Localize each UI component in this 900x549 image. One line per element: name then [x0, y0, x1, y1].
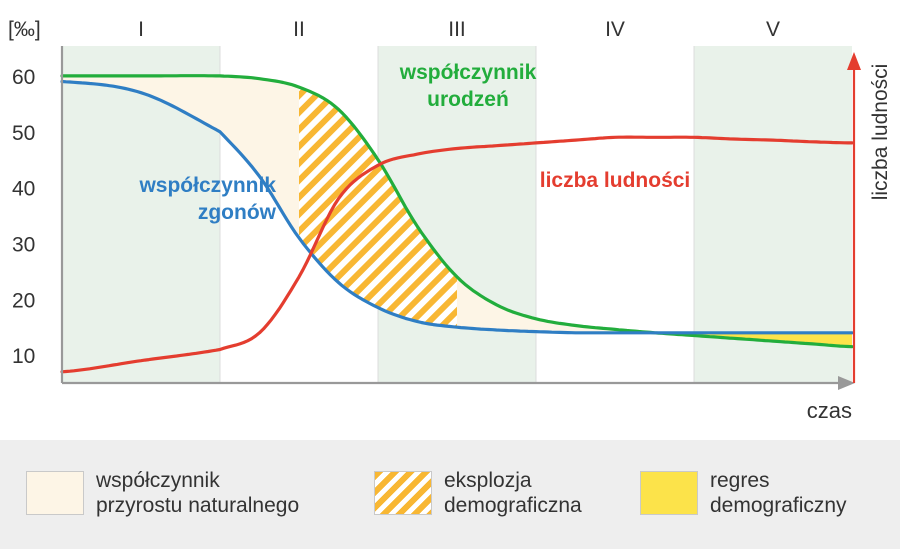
- y-unit-label: [‰]: [8, 18, 41, 41]
- legend-swatch-natural-increase: [26, 471, 84, 515]
- legend-label-explosion: eksplozja demograficzna: [444, 469, 582, 517]
- legend: współczynnik przyrostu naturalnego ekspl…: [0, 440, 900, 549]
- phase-label-1: I: [138, 18, 144, 41]
- y-tick-label: 10: [12, 345, 35, 368]
- y-tick-label: 40: [12, 178, 35, 201]
- legend-label-regress: regres demograficzny: [710, 469, 847, 517]
- y-tick-label: 20: [12, 289, 35, 312]
- population-axis-label: liczba ludności: [869, 64, 892, 201]
- birth-rate-line: [60, 74, 854, 349]
- legend-swatch-regress: [640, 471, 698, 515]
- phase-label-2: II: [293, 18, 305, 41]
- phase-label-5: V: [766, 18, 780, 41]
- legend-label-natural-increase: współczynnik przyrostu naturalnego: [96, 469, 300, 517]
- y-tick-label: 60: [12, 66, 35, 89]
- phase-label-4: IV: [605, 18, 625, 41]
- y-tick-label: 50: [12, 122, 35, 145]
- legend-item-regress: regres demograficzny: [640, 468, 847, 518]
- legend-swatch-explosion: [374, 471, 432, 515]
- phase-band-5: [694, 46, 852, 383]
- population-line: [60, 135, 854, 374]
- y-tick-label: 30: [12, 233, 35, 256]
- demographic-explosion-area: [299, 87, 457, 328]
- natural-increase-area: [62, 75, 852, 347]
- legend-item-explosion: eksplozja demograficzna: [374, 468, 582, 518]
- x-axis-arrow: [838, 376, 855, 390]
- population-axis-arrow: [847, 52, 861, 70]
- population-annotation: liczba ludności: [540, 169, 691, 192]
- death-rate-line: [60, 79, 854, 335]
- phase-label-3: III: [448, 18, 466, 41]
- legend-item-natural-increase: współczynnik przyrostu naturalnego: [26, 468, 299, 518]
- x-axis-label: czas: [807, 398, 852, 423]
